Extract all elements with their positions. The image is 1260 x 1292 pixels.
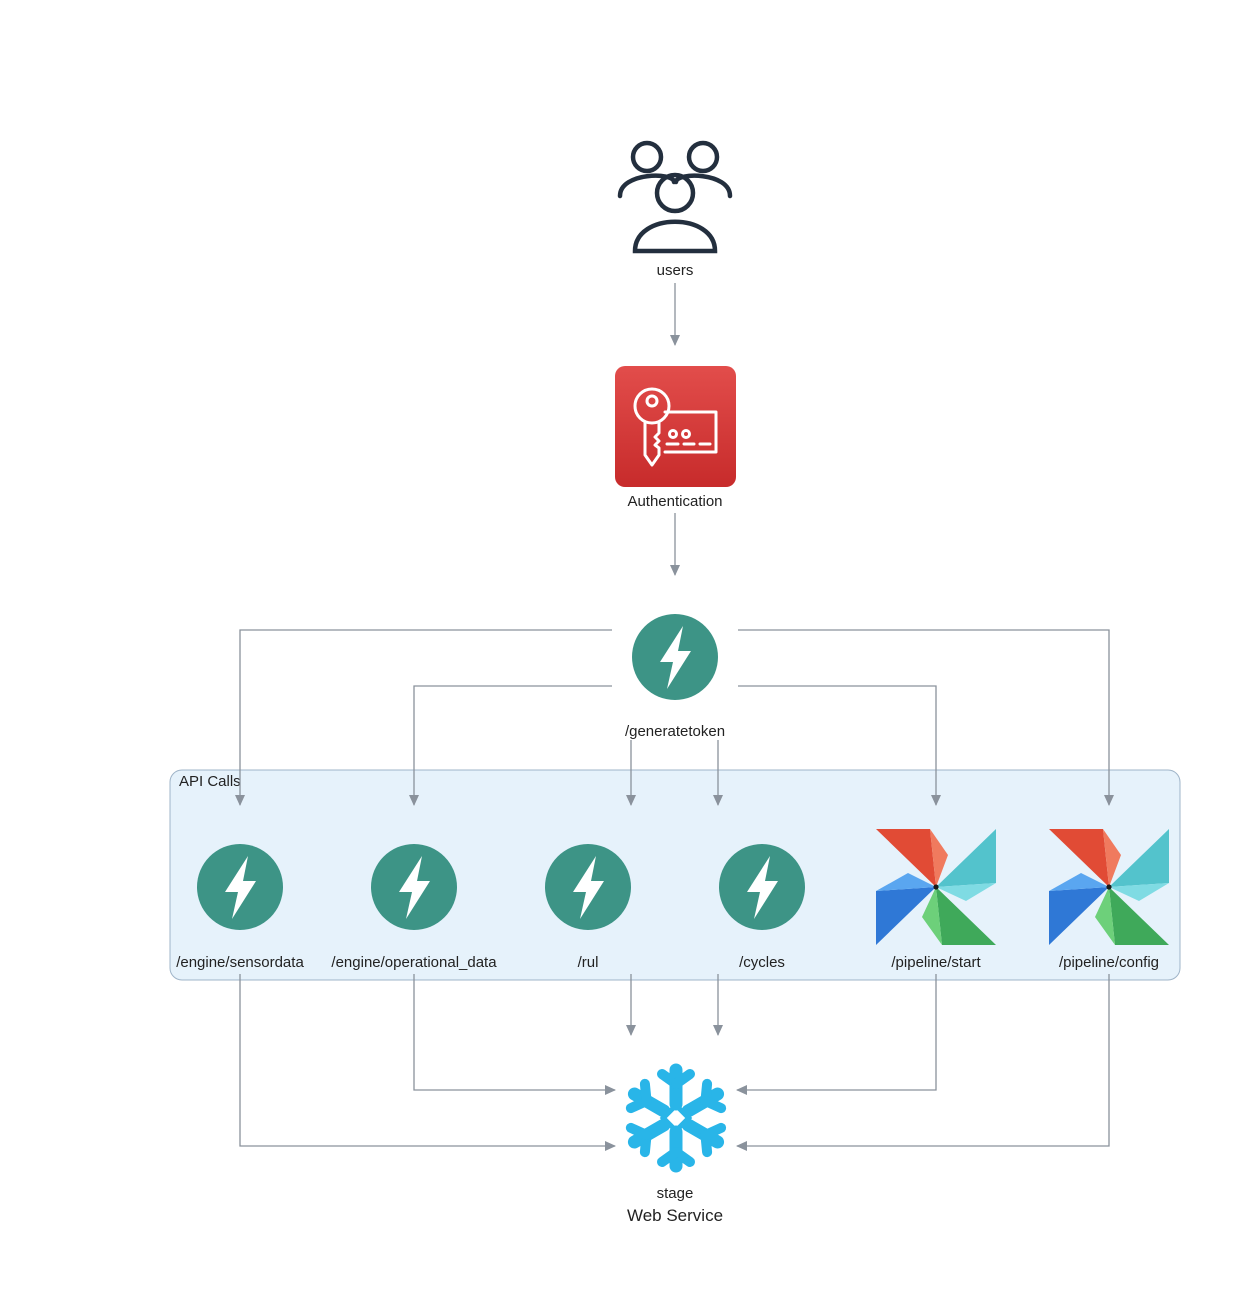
pipeline-config-label: /pipeline/config	[1059, 954, 1159, 971]
edge-pipeline-config-stage	[736, 974, 1110, 1151]
rul-node: /rul	[545, 844, 631, 971]
lightning-icon	[371, 844, 457, 930]
pipeline-config-node: /pipeline/config	[1049, 829, 1169, 971]
edge-operational-stage	[413, 974, 616, 1095]
edge-gateway-pipeline-start	[738, 685, 941, 806]
edges	[235, 283, 1114, 1151]
sensordata-node: /engine/sensordata	[176, 844, 304, 971]
edge-gateway-pipeline-config	[738, 629, 1114, 806]
authentication-label: Authentication	[627, 493, 722, 510]
stage-label: stage	[657, 1185, 694, 1202]
pipeline-start-node: /pipeline/start	[876, 829, 996, 971]
lightning-icon	[632, 614, 718, 700]
authentication-node: Authentication	[615, 366, 736, 510]
lightning-icon	[545, 844, 631, 930]
lightning-icon	[197, 844, 283, 930]
snowflake-icon	[627, 1070, 724, 1166]
rul-label: /rul	[578, 954, 599, 971]
edge-gateway-operational	[409, 685, 612, 806]
users-label: users	[657, 262, 694, 279]
key-card-icon	[633, 387, 718, 467]
diagram-caption: Web Service	[627, 1206, 723, 1225]
pipeline-start-label: /pipeline/start	[891, 954, 981, 971]
cycles-label: /cycles	[739, 954, 785, 971]
edge-pipeline-start-stage	[736, 974, 937, 1095]
edge-sensordata-stage	[239, 974, 616, 1151]
api-calls-cluster	[169, 769, 1181, 981]
users-node: users	[617, 140, 733, 279]
stage-node: stage	[627, 1070, 724, 1202]
operational-data-label: /engine/operational_data	[331, 954, 497, 971]
sensordata-label: /engine/sensordata	[176, 954, 304, 971]
generatetoken-label: /generatetoken	[625, 723, 725, 740]
generatetoken-node: /generatetoken	[625, 614, 725, 740]
cycles-node: /cycles	[719, 844, 805, 971]
cluster-label: API Calls	[179, 773, 241, 790]
operational-data-node: /engine/operational_data	[331, 844, 497, 971]
lightning-icon	[719, 844, 805, 930]
edge-gateway-sensordata	[235, 629, 612, 806]
users-icon	[617, 140, 733, 254]
